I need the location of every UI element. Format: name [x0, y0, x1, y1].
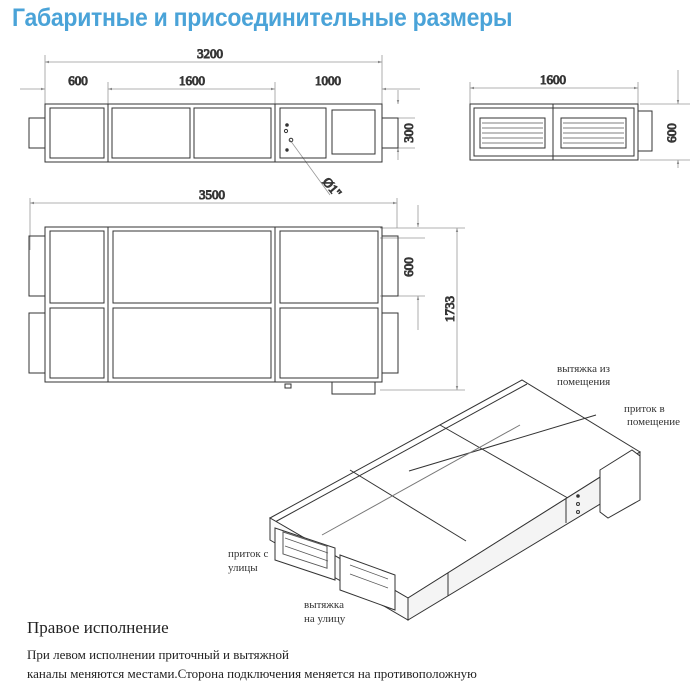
dim-side-height: 600	[664, 123, 679, 143]
front-view: 3200 600 1600 1000 300 Ø1"	[20, 46, 420, 201]
dim-duct-height: 600	[401, 257, 416, 277]
label-supply-to-room-2: помещение	[627, 416, 680, 428]
note-line-2: каналы меняются местами.Сторона подключе…	[27, 666, 477, 681]
variant-caption: Правое исполнение	[27, 618, 169, 637]
dim-section-3: 1000	[315, 73, 341, 88]
label-exhaust-to-street-1: вытяжка	[304, 599, 344, 611]
dim-overall-length: 3500	[199, 187, 225, 202]
dim-overall-width-top: 1733	[442, 296, 457, 322]
dim-side-width: 1600	[540, 72, 566, 87]
isometric-view	[268, 379, 641, 621]
top-view: 3500 600 1733	[28, 187, 465, 395]
label-exhaust-from-room-1: вытяжка из	[557, 363, 610, 375]
dim-connection: Ø1"	[320, 174, 345, 200]
note-line-1: При левом исполнении приточный и вытяжно…	[27, 647, 289, 662]
dim-section-2: 1600	[179, 73, 205, 88]
label-supply-to-room-1: приток в	[624, 403, 665, 415]
dim-section-1: 600	[68, 73, 88, 88]
dim-height: 300	[401, 123, 416, 143]
label-exhaust-from-room-2: помещения	[557, 376, 610, 388]
label-supply-from-street-1: приток с	[228, 548, 269, 560]
label-supply-from-street-2: улицы	[228, 562, 258, 574]
variant-note: При левом исполнении приточный и вытяжно…	[27, 645, 477, 683]
dim-overall-width: 3200	[197, 46, 223, 61]
page-title: Габаритные и присоединительные размеры	[12, 4, 513, 32]
side-view: 1600 600	[469, 70, 690, 168]
label-exhaust-to-street-2: на улицу	[304, 613, 346, 625]
